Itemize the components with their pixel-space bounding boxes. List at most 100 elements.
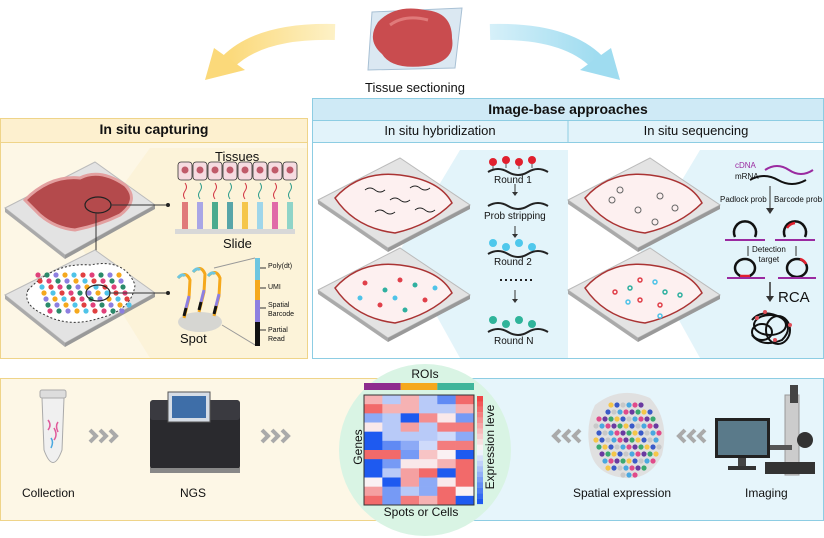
heatmap-cell — [455, 486, 475, 497]
spot-dot — [39, 284, 45, 290]
imaging-title: Image-base approaches — [488, 101, 648, 117]
colorbar-step — [477, 423, 483, 429]
heatmap-cell — [419, 477, 438, 487]
iss-title: In situ sequencing — [643, 123, 749, 138]
heatmap-cell — [437, 440, 456, 451]
expression-spot — [626, 402, 632, 408]
heatmap-cell — [400, 440, 420, 451]
heatmap-cell — [419, 459, 438, 469]
expression-spot — [602, 458, 608, 464]
spot-dot — [107, 272, 113, 278]
cell-nucleus — [241, 166, 249, 174]
colorbar-step — [477, 401, 483, 407]
spot-dot — [91, 278, 97, 284]
heatmap-cell — [400, 477, 420, 487]
expression-spot — [611, 423, 617, 429]
heatmap-cell — [455, 468, 475, 478]
ngs-sequencer-icon — [150, 391, 240, 473]
expression-spot — [602, 430, 608, 436]
expression-spot — [635, 465, 641, 471]
spot-dot — [124, 296, 130, 302]
spot-dot — [59, 290, 65, 296]
capture-probe — [242, 202, 248, 229]
spot-dot — [83, 308, 89, 314]
expression-spot — [653, 451, 659, 457]
expression-spot — [644, 444, 650, 450]
heatmap-cell — [364, 395, 383, 405]
heatmap-cell — [400, 395, 420, 405]
expression-spot — [653, 437, 659, 443]
heatmap-cell — [382, 468, 401, 478]
heatmap-cell — [437, 450, 456, 460]
spot-dot — [64, 278, 70, 284]
colorbar-label: Expression leve — [483, 404, 497, 490]
heatmap-cell — [364, 440, 383, 451]
expression-spot — [611, 465, 617, 471]
colorbar-step — [477, 433, 483, 440]
spot-dot — [104, 290, 110, 296]
expression-spot — [626, 458, 632, 464]
mrna — [258, 182, 262, 200]
spot-dot — [117, 302, 123, 308]
spot-dot — [41, 290, 47, 296]
expression-spot — [605, 465, 611, 471]
cell-nucleus — [271, 166, 279, 174]
heatmap-cell — [419, 468, 438, 478]
expression-spot — [599, 451, 605, 457]
spot-dot — [54, 302, 60, 308]
heatmap-cell — [455, 404, 475, 414]
spot-dot — [92, 308, 98, 314]
expression-spot — [614, 458, 620, 464]
roi-segment — [364, 383, 401, 390]
heatmap-cell — [364, 495, 383, 506]
spot-dot — [71, 272, 77, 278]
probe-structure-bar — [255, 258, 266, 346]
expression-spot — [653, 423, 659, 429]
prob-stripping-label: Prob stripping — [484, 211, 546, 222]
expression-spot — [608, 402, 614, 408]
heatmap-cell — [364, 459, 383, 469]
colorbar-step — [477, 482, 483, 488]
expression-spot — [644, 416, 650, 422]
capture-probe — [272, 202, 278, 229]
heatmap-cell — [400, 459, 420, 469]
spot-dot — [109, 278, 115, 284]
heatmap-cell — [437, 422, 456, 432]
yellow-curved-arrow-icon — [205, 23, 336, 80]
chevrons-left-icon — [551, 428, 582, 444]
spot-dot — [45, 302, 51, 308]
expression-spot — [623, 409, 629, 415]
spot-dot — [55, 278, 61, 284]
heatmap-cell — [382, 495, 401, 506]
expression-spot — [620, 472, 626, 478]
expression-spot — [632, 458, 638, 464]
spot-dot — [98, 272, 104, 278]
expression-spot — [629, 437, 635, 443]
colorbar-step — [477, 406, 483, 413]
expression-spot — [641, 409, 647, 415]
expression-spot — [656, 444, 662, 450]
heatmap-xlabel: Spots or Cells — [383, 505, 459, 519]
cell-nucleus — [181, 166, 189, 174]
expression-spot — [620, 402, 626, 408]
heatmap-cell — [437, 395, 456, 405]
heatmap-cell — [455, 450, 475, 460]
expression-spot — [635, 451, 641, 457]
spot-label: Spot — [180, 331, 207, 346]
heatmap-cell — [382, 450, 401, 460]
expression-spot — [596, 444, 602, 450]
mrna — [213, 182, 217, 200]
heatmap-cell — [364, 422, 383, 432]
spot-dot — [63, 302, 69, 308]
mrna-label: mRNA — [735, 172, 759, 181]
round-2-label: Round 2 — [494, 257, 532, 268]
mrna — [288, 182, 292, 200]
heatmap-cell — [364, 450, 383, 460]
heatmap-cell — [364, 477, 383, 487]
colorbar-step — [477, 498, 483, 505]
collection-tube-icon — [39, 389, 67, 463]
expression-spot — [605, 423, 611, 429]
expression-spot — [623, 451, 629, 457]
round-1-label: Round 1 — [494, 175, 532, 186]
